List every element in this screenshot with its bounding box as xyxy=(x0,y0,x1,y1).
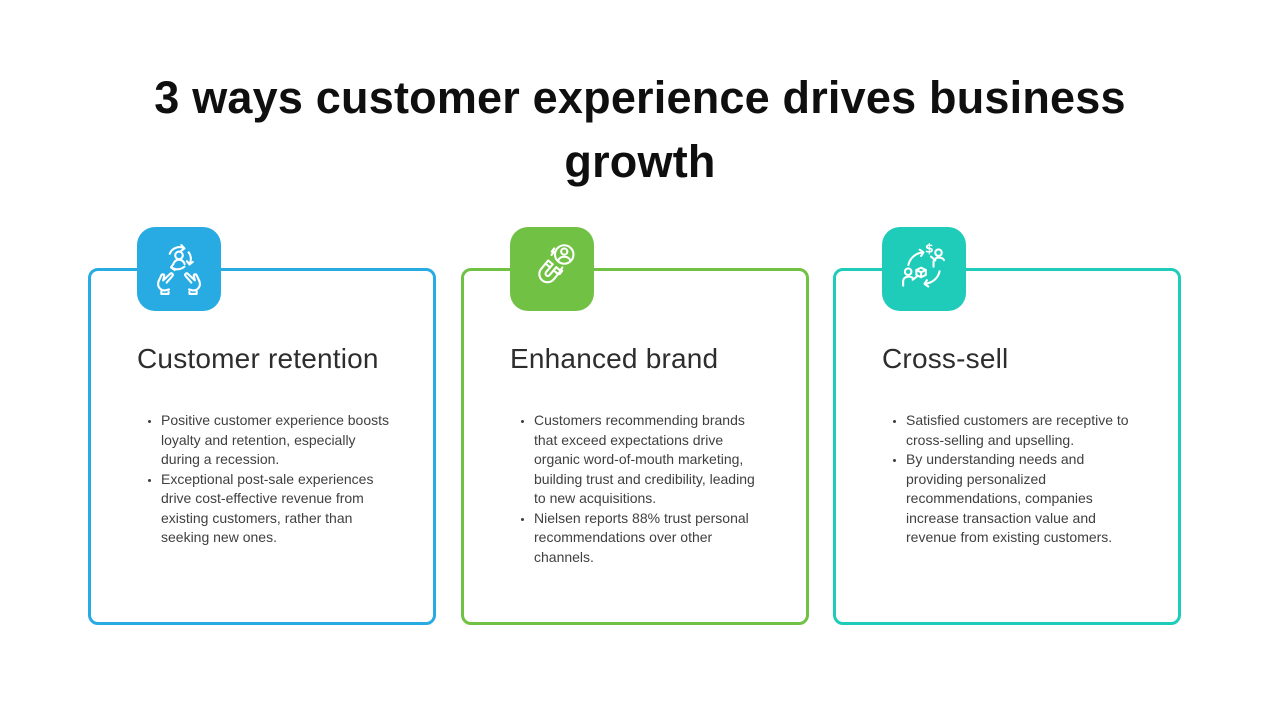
bullet-item: Customers recommending brands that excee… xyxy=(534,411,766,509)
magnet-attracting-customer-icon xyxy=(510,227,594,311)
bullet-item: Nielsen reports 88% trust personal recom… xyxy=(534,509,766,568)
hands-holding-customer-icon xyxy=(137,227,221,311)
bullet-item: By understanding needs and providing per… xyxy=(906,450,1138,548)
card-cross-sell: $ Cross-sell Satisfied customers are rec… xyxy=(833,227,1181,625)
magnet-attracting-customer-icon-svg xyxy=(538,244,575,284)
exchange-dollar-product-icon-svg: $ xyxy=(902,241,946,288)
exchange-dollar-product-icon: $ xyxy=(882,227,966,311)
bullet-item: Exceptional post-sale experiences drive … xyxy=(161,470,393,548)
bullet-item: Satisfied customers are receptive to cro… xyxy=(906,411,1138,450)
card-title: Cross-sell xyxy=(882,343,1009,374)
slide-title: 3 ways customer experience drives busine… xyxy=(154,72,1126,187)
card-bullets: Positive customer experience boosts loya… xyxy=(91,411,433,548)
bullet-item: Positive customer experience boosts loya… xyxy=(161,411,393,470)
card-title: Customer retention xyxy=(137,343,379,374)
card-enhanced-brand: Enhanced brand Customers recommending br… xyxy=(461,227,809,625)
card-title: Enhanced brand xyxy=(510,343,719,374)
card-customer-retention: Customer retention Positive customer exp… xyxy=(88,227,436,625)
hands-holding-customer-icon-svg xyxy=(157,244,201,295)
card-bullets: Satisfied customers are receptive to cro… xyxy=(836,411,1178,548)
svg-text:$: $ xyxy=(925,241,934,256)
card-bullets: Customers recommending brands that excee… xyxy=(464,411,806,567)
